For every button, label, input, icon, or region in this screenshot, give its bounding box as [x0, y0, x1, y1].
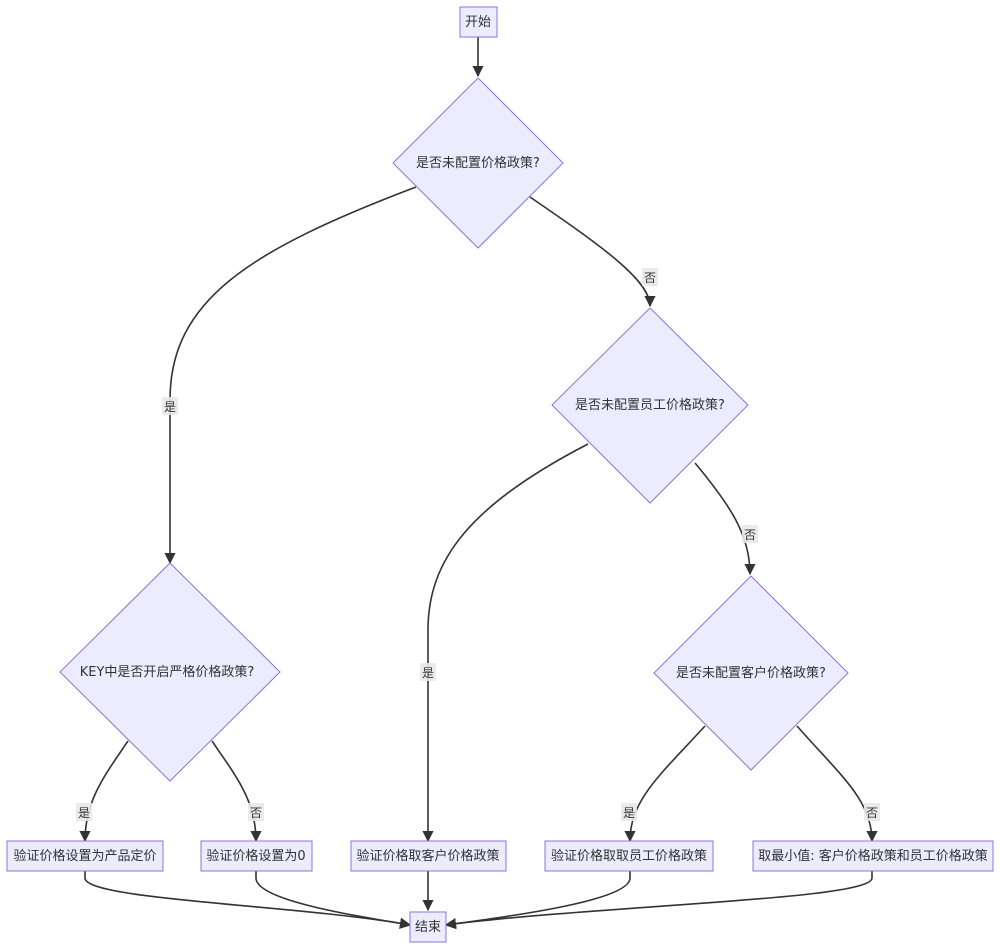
node-q-no-customer-label: 是否未配置客户价格政策?: [676, 665, 826, 681]
node-end-label: 结束: [415, 920, 441, 935]
node-take-customer-label: 验证价格取客户价格政策: [356, 848, 499, 864]
node-q-strict-label: KEY中是否开启严格价格政策?: [80, 664, 255, 680]
edge-product-to-end: [84, 871, 412, 929]
node-q-no-policy-label: 是否未配置价格政策?: [416, 155, 540, 171]
edge-label-strict-no: 否: [250, 806, 262, 820]
edge-policy-yes: [164, 186, 417, 565]
edges: [79, 37, 878, 930]
edge-customer-no: [796, 725, 878, 843]
edge-min-to-end: [444, 871, 873, 930]
edge-strict-no: [211, 740, 262, 843]
edge-employee-no: [694, 462, 756, 576]
edge-strict-yes: [79, 740, 129, 843]
node-q-no-employee: 是否未配置员工价格政策?: [551, 307, 749, 504]
node-take-min: 取最小值: 客户价格政策和员工价格政策: [752, 840, 994, 872]
node-q-no-customer: 是否未配置客户价格政策?: [653, 575, 849, 771]
edge-label-employee-yes: 是: [422, 666, 434, 680]
node-set-product-label: 验证价格设置为产品定价: [13, 848, 156, 864]
node-start: 开始: [459, 6, 498, 38]
edge-employee-yes: [422, 443, 589, 843]
edge-label-policy-yes: 是: [164, 400, 176, 414]
edge-customer-yes: [624, 725, 706, 843]
node-q-strict: KEY中是否开启严格价格政策?: [59, 562, 281, 782]
edge-labels: 是 否 是 否 是 否 是 否: [76, 268, 880, 821]
edge-label-employee-no: 否: [744, 528, 756, 542]
node-set-zero: 验证价格设置为0: [200, 840, 313, 872]
edge-policy-no: [529, 196, 656, 308]
node-start-label: 开始: [465, 15, 491, 30]
edge-employee-to-end: [444, 871, 631, 930]
node-set-zero-label: 验证价格设置为0: [206, 848, 305, 864]
node-take-min-label: 取最小值: 客户价格政策和员工价格政策: [758, 848, 988, 864]
edge-zero-to-end: [255, 871, 412, 929]
node-end: 结束: [409, 911, 447, 943]
node-take-employee: 验证价格取取员工价格政策: [544, 840, 714, 872]
edge-label-customer-no: 否: [866, 806, 878, 820]
node-q-no-employee-label: 是否未配置员工价格政策?: [575, 397, 725, 413]
node-q-no-policy: 是否未配置价格政策?: [392, 77, 564, 249]
edge-label-strict-yes: 是: [78, 806, 90, 820]
node-set-product: 验证价格设置为产品定价: [6, 840, 164, 872]
node-take-employee-label: 验证价格取取员工价格政策: [551, 848, 707, 864]
edge-label-policy-no: 否: [644, 271, 656, 285]
node-take-customer: 验证价格取客户价格政策: [350, 840, 507, 872]
edge-label-customer-yes: 是: [623, 806, 635, 820]
